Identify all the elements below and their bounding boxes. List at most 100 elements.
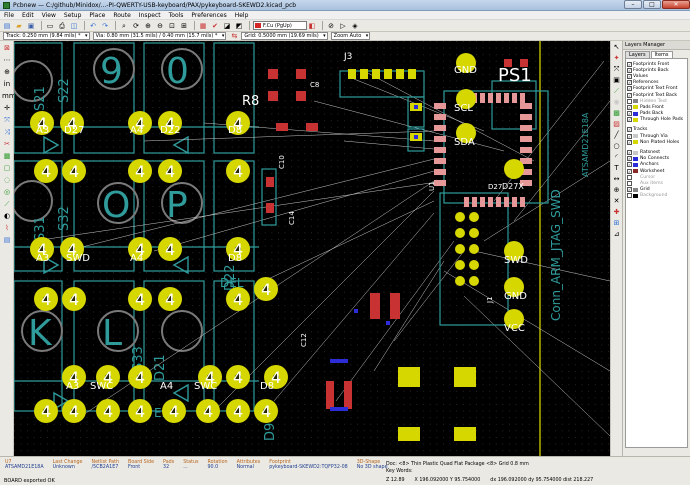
render-item-row[interactable]: ✓Footprint Text Back (627, 92, 686, 98)
render-item-checkbox[interactable]: ✓ (627, 80, 632, 86)
zoom-in-icon[interactable]: ⊕ (145, 21, 151, 30)
save-board-icon[interactable]: ▣ (27, 21, 35, 30)
menu-tools[interactable]: Tools (168, 11, 184, 19)
zoom-out-icon[interactable]: ⊖ (157, 21, 163, 30)
pad-sketch-icon[interactable]: ◌ (3, 176, 11, 184)
add-arc-icon[interactable]: ◜ (615, 153, 618, 161)
new-board-icon[interactable]: ▤ (3, 21, 11, 30)
render-item-row[interactable]: ✓Through Via (627, 133, 686, 139)
units-inch-icon[interactable]: in (3, 80, 11, 88)
zoom-fit-icon[interactable]: ⊡ (169, 21, 175, 30)
render-item-color-swatch[interactable] (633, 175, 638, 180)
3d-viewer-icon[interactable]: ◈ (352, 21, 358, 30)
undo-icon[interactable]: ↶ (90, 21, 96, 30)
menu-inspect[interactable]: Inspect (138, 11, 161, 19)
render-item-row[interactable]: ✓Values (627, 73, 686, 79)
minimize-button[interactable]: – (624, 0, 642, 9)
render-item-checkbox[interactable] (627, 180, 632, 186)
render-item-color-swatch[interactable] (633, 169, 638, 174)
route-track-icon[interactable]: ⟋ (614, 87, 619, 95)
delete-tool-icon[interactable]: ✕ (613, 197, 620, 205)
render-item-row[interactable]: ✓Pads Front (627, 104, 686, 110)
module-ratsnest-icon[interactable]: ⤨ (4, 128, 10, 136)
add-keepout-icon[interactable]: ▨ (613, 120, 620, 128)
menu-preferences[interactable]: Preferences (191, 11, 227, 19)
zone-outline-icon[interactable]: ▢ (3, 164, 11, 172)
menu-setup[interactable]: Setup (63, 11, 82, 19)
render-item-checkbox[interactable] (627, 193, 632, 199)
measure-tool-icon[interactable]: ⊿ (613, 230, 620, 238)
select-tool-icon[interactable]: ↖ (613, 43, 620, 51)
render-item-row[interactable]: ✓Footprint Text Front (627, 86, 686, 92)
zoom-redraw-icon[interactable]: ⟳ (133, 21, 139, 30)
render-item-color-swatch[interactable] (633, 117, 638, 122)
render-item-checkbox[interactable]: ✓ (627, 104, 632, 110)
render-item-row[interactable]: ✓Tracks (627, 127, 686, 133)
render-item-row[interactable]: Background (627, 193, 686, 199)
autoroute-icon[interactable]: ⊘ (328, 21, 334, 30)
layers-manager-toggle-icon[interactable]: ▤ (3, 236, 11, 244)
render-item-checkbox[interactable]: ✓ (627, 133, 632, 139)
footprint-viewer-icon[interactable]: ◩ (235, 21, 243, 30)
zoom-select[interactable]: Zoom Auto (330, 32, 371, 40)
polar-coords-icon[interactable]: ⊕ (4, 68, 10, 76)
menu-help[interactable]: Help (234, 11, 249, 19)
via-sketch-icon[interactable]: ◎ (3, 188, 11, 196)
render-item-row[interactable]: Cursor (627, 174, 686, 180)
menu-view[interactable]: View (41, 11, 56, 19)
track-sketch-icon[interactable]: ⟋ (4, 200, 10, 208)
render-item-checkbox[interactable] (627, 174, 632, 180)
render-item-checkbox[interactable]: ✓ (627, 92, 632, 98)
render-item-checkbox[interactable]: ✓ (627, 86, 632, 92)
render-item-row[interactable]: ✓No Connects (627, 156, 686, 162)
render-item-checkbox[interactable]: ✓ (627, 117, 632, 123)
add-zone-icon[interactable]: ▩ (613, 109, 620, 117)
local-ratsnest-icon[interactable]: ⤧ (613, 65, 620, 73)
render-item-row[interactable]: ✓Footprints Back (627, 67, 686, 73)
render-item-checkbox[interactable]: ✓ (627, 73, 632, 79)
render-item-checkbox[interactable]: ✓ (627, 162, 632, 168)
render-item-row[interactable]: ✓Anchors (627, 162, 686, 168)
render-item-color-swatch[interactable] (633, 140, 638, 145)
zone-fill-icon[interactable]: ▩ (3, 152, 11, 160)
find-icon[interactable]: ⌕ (122, 21, 126, 30)
add-footprint-icon[interactable]: ▣ (613, 76, 620, 84)
drc-toggle-icon[interactable]: ⊠ (4, 44, 10, 52)
render-item-color-swatch[interactable] (633, 105, 638, 110)
open-board-icon[interactable]: ▰ (16, 21, 22, 30)
render-item-checkbox[interactable]: ✓ (627, 61, 632, 67)
redo-icon[interactable]: ↷ (102, 21, 108, 30)
grid-select[interactable]: Grid: 0.5000 mm (19.69 mils) (241, 32, 328, 40)
print-icon[interactable]: ⎙ (59, 21, 65, 30)
menu-edit[interactable]: Edit (22, 11, 34, 19)
ratsnest-toggle-icon[interactable]: ⤧ (4, 116, 10, 124)
maximize-button[interactable]: □ (643, 0, 661, 9)
close-button[interactable]: ✕ (662, 0, 690, 9)
add-circle-icon[interactable]: ○ (613, 142, 620, 150)
render-item-checkbox[interactable] (627, 98, 632, 104)
render-item-color-swatch[interactable] (633, 111, 638, 116)
active-layer-select[interactable]: F.Cu (PgUp) (253, 21, 307, 30)
render-item-checkbox[interactable]: ✓ (627, 187, 632, 193)
render-item-row[interactable]: Aux items (627, 180, 686, 186)
zoom-area-icon[interactable]: ⊞ (181, 21, 187, 30)
render-item-color-swatch[interactable] (633, 193, 638, 198)
netlist-icon[interactable]: ▦ (199, 21, 207, 30)
render-item-row[interactable]: ✓Pads Back (627, 111, 686, 117)
render-item-row[interactable]: ✓Ratsnest (627, 149, 686, 156)
grid-origin-icon[interactable]: ⊞ (613, 219, 620, 227)
auto-delete-track-icon[interactable]: ✂ (4, 140, 10, 148)
page-settings-icon[interactable]: ▭ (46, 21, 54, 30)
render-item-color-swatch[interactable] (633, 156, 638, 161)
render-item-color-swatch[interactable] (633, 99, 638, 104)
cursor-shape-icon[interactable]: ✛ (4, 104, 10, 112)
add-line-icon[interactable]: ╱ (614, 131, 619, 139)
microwave-tools-icon[interactable]: ⌇ (5, 224, 9, 232)
render-item-color-swatch[interactable] (633, 162, 638, 167)
render-item-row[interactable]: ✓References (627, 80, 686, 86)
layer-pair-icon[interactable]: ◧ (308, 21, 316, 30)
render-item-row[interactable]: ✓Worksheet (627, 168, 686, 174)
add-text-icon[interactable]: T (614, 164, 619, 172)
tab-items[interactable]: Items (650, 51, 673, 58)
plot-icon[interactable]: ◫ (70, 21, 78, 30)
